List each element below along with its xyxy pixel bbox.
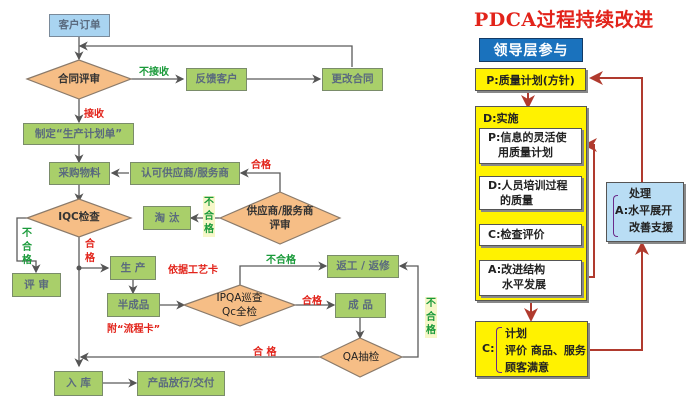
pdca-plan-box: P:质量计划(方针): [475, 68, 586, 91]
node-supplier-review-label: 供应商/服务商 评审: [220, 196, 340, 242]
pdca-edge-act-plan: [589, 71, 643, 182]
pdca-check-box: C: 计划 评价 商品、服务 顾客满意: [475, 321, 588, 377]
edge-change-loop: [78, 41, 353, 67]
supplier-review-line2: 评审: [269, 219, 291, 231]
pdca-check-line2: 评价 商品、服务: [505, 344, 586, 357]
label-fail-ipqa: 不合格: [266, 255, 296, 266]
node-semi-product: 半成品: [107, 293, 160, 317]
node-approved-supplier: 认可供应商/服务商: [130, 162, 240, 185]
pdca-do-a-line1: A:改进结构: [488, 263, 546, 276]
pdca-check-line3: 顾客满意: [505, 361, 549, 374]
pdca-act-box: 处理 A:水平展开 改善支援: [606, 182, 684, 242]
node-warehouse: 入 库: [54, 371, 103, 396]
pdca-do-d-box: D:人员培训过程 的质量: [479, 176, 582, 210]
label-not-accept: 不接收: [139, 67, 169, 78]
node-feedback-customer: 反馈客户: [186, 68, 247, 91]
pdca-do-p-line2: 用质量计划: [498, 145, 553, 159]
decision-iqc: [25, 198, 133, 238]
edge-iqc-review: [16, 217, 41, 274]
edge-review-approved: [239, 168, 281, 192]
pdca-do-p-box: P:信息的灵活使 用质量计划: [479, 128, 582, 164]
node-purchase: 采购物料: [49, 162, 110, 185]
pdca-do-title: D:实施: [483, 112, 519, 125]
pdca-do-a-line2: 水平发展: [502, 277, 546, 291]
label-pass-ipqa: 合格: [302, 296, 322, 307]
label-accept: 接收: [84, 109, 104, 120]
pdca-check-brace: [496, 327, 502, 373]
decision-supplier-review: [218, 191, 342, 245]
node-make-plan: 制定“生产计划单”: [23, 123, 134, 145]
node-eliminate: 淘 汰: [143, 206, 191, 230]
pdca-banner-leadership: 领导层参与: [479, 38, 583, 62]
label-fail-iqc: 不合格: [22, 228, 32, 266]
decision-contract-review: [25, 59, 133, 100]
label-per-process-card: 依据工艺卡: [168, 265, 218, 276]
pdca-act-line2: A:水平展开: [615, 204, 673, 217]
pdca-do-p-line1: P:信息的灵活使: [488, 131, 567, 144]
pdca-act-brace: [613, 195, 618, 237]
pdca-title: PDCA过程持续改进: [474, 9, 654, 31]
label-pass-supplier: 合格: [251, 160, 271, 171]
edge-qa-rework: [398, 261, 419, 358]
decision-qa: [318, 337, 404, 378]
junction-dot: [76, 265, 82, 271]
label-fail-qa: 不合格: [425, 297, 437, 338]
supplier-review-line1: 供应商/服务商: [246, 205, 314, 218]
node-release: 产品放行/交付: [137, 371, 225, 396]
pdca-edge-check-act: [590, 241, 649, 351]
node-review: 评 审: [12, 273, 61, 297]
pdca-do-a-box: A:改进结构 水平发展: [479, 260, 582, 296]
node-change-contract: 更改合同: [322, 68, 383, 91]
node-ipqa-label: IPQA巡查 Qc全检: [184, 288, 295, 324]
node-contract-review-label: 合同评审: [58, 72, 100, 85]
pdca-do-d-line2: 的质量: [500, 193, 533, 207]
label-pass-iqc: 合格: [85, 239, 95, 264]
label-fail-supplier: 不合格: [203, 196, 215, 237]
node-rework: 返工 / 返修: [327, 255, 399, 278]
ipqa-line2: Qc全检: [221, 306, 258, 318]
edge-ipqa-rework: [239, 261, 328, 285]
ipqa-line1: IPQA巡查: [216, 292, 263, 305]
pdca-do-d-line1: D:人员培训过程: [488, 179, 568, 192]
label-pass-qa: 合 格: [253, 347, 277, 358]
node-iqc-label: IQC检查: [58, 211, 100, 224]
node-qa-label: QA抽检: [342, 350, 380, 363]
node-finished: 成 品: [335, 293, 386, 318]
label-attach-flow-card: 附“流程卡”: [107, 324, 161, 335]
pdca-check-prefix: C:: [482, 342, 495, 355]
pdca-edge-da-dp: [583, 138, 597, 278]
node-production: 生 产: [110, 256, 156, 280]
pdca-do-c-box: C:检查评价: [479, 224, 582, 246]
pdca-check-line1: 计划: [505, 327, 527, 340]
decision-ipqa: [182, 284, 297, 327]
pdca-act-line1: 处理: [629, 187, 651, 200]
pdca-act-line3: 改善支援: [629, 221, 673, 234]
node-customer-order: 客户订单: [49, 14, 110, 37]
